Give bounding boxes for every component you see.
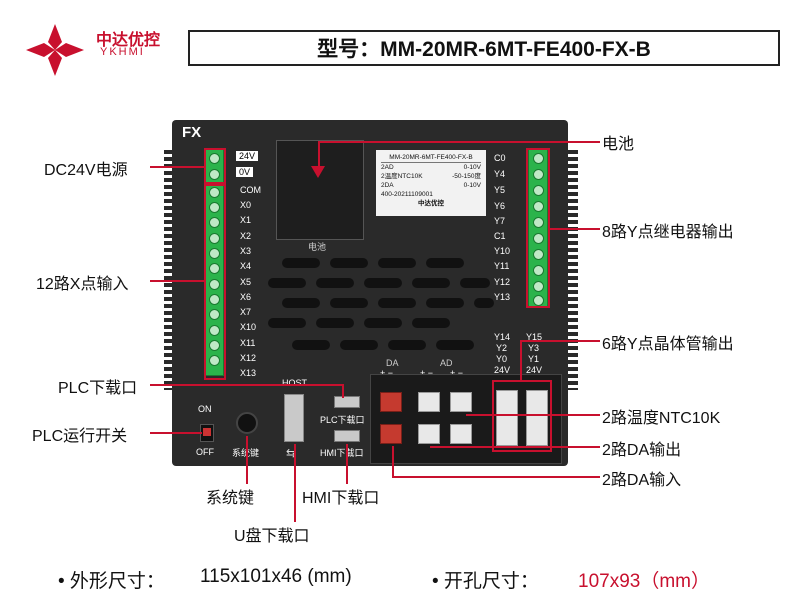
ad-connector-1[interactable]: [418, 392, 440, 412]
system-key-label: 系统键: [232, 446, 259, 459]
term-y10: Y10: [494, 246, 511, 256]
cooling-fins-right: [568, 150, 578, 390]
ad-connector-3[interactable]: [418, 424, 440, 444]
callout-da-in: 2路DA输入: [602, 472, 682, 489]
callout-system-key: 系统键: [206, 490, 255, 507]
nameplate-model: MM-20MR-6MT-FE400-FX-B: [381, 153, 481, 163]
cooling-fins-left: [164, 150, 174, 390]
term-x3: X3: [240, 246, 252, 256]
term-x2: X2: [240, 231, 252, 241]
term-y15: Y15: [526, 332, 543, 342]
brand-name-en: YKHMI: [100, 46, 145, 58]
callout-transistor-out: 6路Y点晶体管输出: [602, 336, 734, 353]
input-terminal-block: [204, 148, 224, 376]
callout-dc24v: DC24V电源: [44, 162, 128, 179]
nameplate-da-range: 0-10V: [463, 182, 481, 189]
term-y1: Y1: [528, 354, 540, 364]
callout-ntc: 2路温度NTC10K: [602, 410, 721, 427]
term-x0: X0: [240, 200, 252, 210]
series-label: FX: [182, 124, 202, 141]
term-x11: X11: [240, 338, 256, 348]
dims-label: • 外形尺寸：: [58, 571, 165, 592]
transistor-connector-a[interactable]: [496, 390, 518, 446]
term-x4: X4: [240, 261, 252, 271]
callout-da-out: 2路DA输出: [602, 442, 682, 459]
term-0v: 0V: [236, 167, 254, 177]
usb-icon: ⇆: [286, 446, 297, 460]
term-y5: Y5: [494, 185, 506, 195]
dims-value: 115x101x46 (mm): [200, 566, 352, 587]
da-output-connector-1[interactable]: [380, 424, 402, 444]
nameplate-ntc: 2温度NTC10K: [381, 173, 423, 180]
nameplate-ad: 2AD: [381, 164, 394, 171]
brand-logo-icon: [26, 24, 84, 76]
nameplate-ad-range: 0-10V: [463, 164, 481, 171]
callout-usb-download: U盘下载口: [234, 528, 310, 545]
term-24v: 24V: [236, 151, 259, 161]
term-x10: X10: [240, 322, 257, 332]
model-title: 型号：MM-20MR-6MT-FE400-FX-B: [188, 30, 780, 66]
ad-pm-1: + −: [420, 368, 434, 378]
callout-hmi-download: HMI下载口: [302, 490, 380, 507]
transistor-connector-b[interactable]: [526, 390, 548, 446]
ad-label: AD: [440, 358, 453, 368]
nameplate-da: 2DA: [381, 182, 394, 189]
battery-label: 电池: [308, 242, 327, 252]
term-y12: Y12: [494, 277, 511, 287]
term-y11: Y11: [494, 261, 510, 271]
nameplate: MM-20MR-6MT-FE400-FX-B 2AD 0-10V 2温度NTC10…: [376, 150, 486, 216]
term-c1: C1: [494, 231, 506, 241]
nameplate-brand: 中达优控: [418, 200, 444, 207]
term-y14: Y14: [494, 332, 511, 342]
term-x5: X5: [240, 277, 252, 287]
switch-off-label: OFF: [196, 447, 214, 457]
ad-connector-2[interactable]: [450, 392, 472, 412]
term-com: COM: [240, 185, 261, 195]
term-24v-a: 24V: [494, 365, 511, 375]
callout-plc-download: PLC下载口: [58, 380, 138, 397]
cutout-value: 107x93（mm）: [578, 571, 710, 592]
system-key-button[interactable]: [236, 412, 258, 434]
term-x7: X7: [240, 307, 252, 317]
nameplate-serial: 400-20211109001: [381, 191, 433, 198]
callout-plc-run-switch: PLC运行开关: [32, 428, 128, 445]
da-pm: + −: [380, 368, 394, 378]
callout-battery: 电池: [602, 136, 635, 153]
da-label: DA: [386, 358, 399, 368]
callout-relay-out: 8路Y点继电器输出: [602, 224, 734, 241]
term-y6: Y6: [494, 201, 506, 211]
term-x12: X12: [240, 353, 257, 363]
hmi-port-label: HMI下载口: [320, 448, 364, 458]
term-y3: Y3: [528, 343, 540, 353]
term-x1: X1: [240, 215, 252, 225]
hmi-download-port[interactable]: [334, 430, 360, 442]
nameplate-ntc-range: -50-150度: [452, 173, 481, 180]
callout-x-inputs: 12路X点输入: [36, 276, 129, 293]
term-x13: X13: [240, 368, 257, 378]
term-y13: Y13: [494, 292, 511, 302]
term-x6: X6: [240, 292, 252, 302]
term-y7: Y7: [494, 216, 506, 226]
da-input-connector-1[interactable]: [380, 392, 402, 412]
plc-download-port[interactable]: [334, 396, 360, 408]
term-c0: C0: [494, 153, 506, 163]
ad-pm-2: + −: [450, 368, 464, 378]
plc-port-label: PLC下载口: [320, 415, 365, 425]
ad-connector-4[interactable]: [450, 424, 472, 444]
output-terminal-block: [528, 148, 548, 308]
battery-arrow-icon: [311, 166, 325, 178]
term-y4: Y4: [494, 169, 506, 179]
battery-compartment: [276, 140, 364, 240]
usb-host-port[interactable]: [284, 394, 304, 442]
term-y2: Y2: [496, 343, 508, 353]
term-24v-b: 24V: [526, 365, 543, 375]
plc-run-switch[interactable]: [200, 424, 214, 442]
switch-on-label: ON: [198, 404, 212, 414]
cutout-label: • 开孔尺寸：: [432, 571, 539, 592]
brand-name: 中达优控: [96, 32, 161, 49]
host-label: HOST: [282, 378, 308, 388]
term-y0: Y0: [496, 354, 508, 364]
